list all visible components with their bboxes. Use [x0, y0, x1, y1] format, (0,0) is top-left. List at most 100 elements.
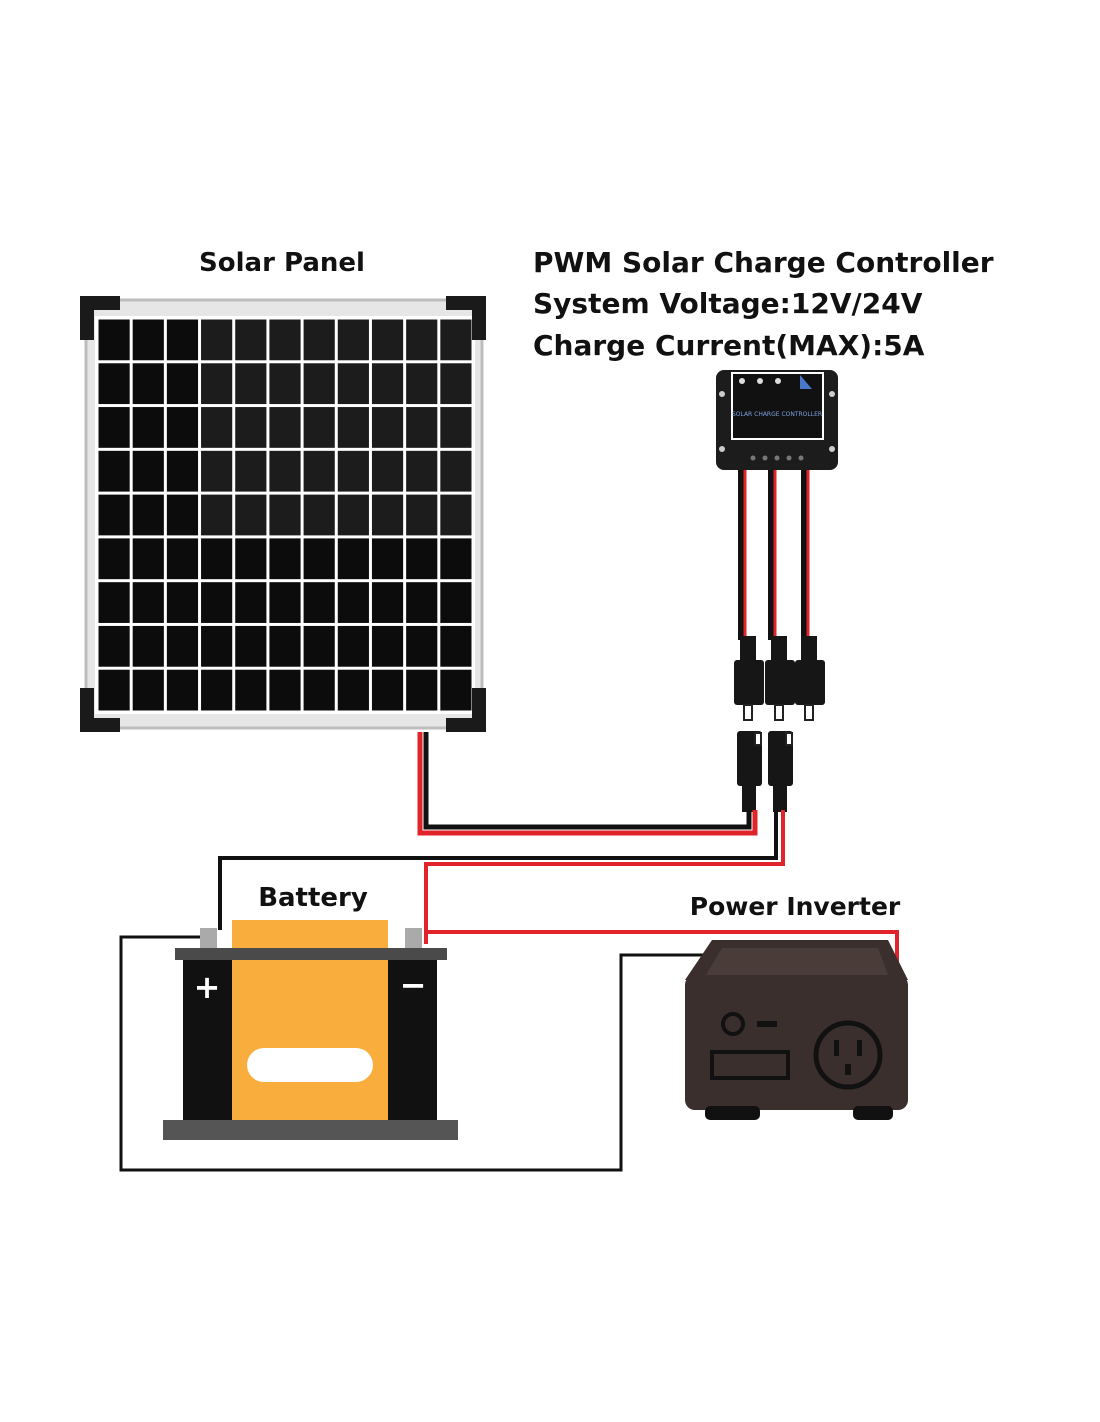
solar-cell	[235, 625, 267, 667]
solar-cell	[303, 363, 335, 405]
power-inverter	[685, 940, 908, 1120]
power-inverter-label: Power Inverter	[690, 892, 901, 921]
solar-cell	[98, 625, 130, 667]
solar-cell	[201, 625, 233, 667]
solar-cell	[201, 494, 233, 536]
controller-title: PWM Solar Charge Controller	[533, 246, 994, 279]
solar-cell	[406, 625, 438, 667]
sae-connectors-wires	[737, 731, 793, 812]
solar-cell	[406, 450, 438, 492]
solar-cell	[132, 407, 164, 448]
solar-cell	[303, 319, 335, 361]
controller-face-text: SOLAR CHARGE CONTROLLER	[732, 411, 822, 418]
solar-cell	[166, 669, 199, 711]
solar-cell	[235, 669, 267, 711]
solar-cell	[132, 450, 164, 492]
charge-controller: SOLAR CHARGE CONTROLLER	[716, 370, 838, 470]
solar-cell	[269, 669, 301, 711]
solar-cell	[303, 538, 335, 580]
solar-cell	[166, 407, 199, 448]
solar-cell	[235, 363, 267, 405]
solar-cell	[166, 319, 199, 361]
solar-cell	[371, 319, 404, 361]
solar-cell	[166, 538, 199, 580]
solar-cell	[166, 582, 199, 623]
solar-cell	[201, 363, 233, 405]
solar-cell	[371, 494, 404, 536]
solar-cell	[269, 407, 301, 448]
solar-cell	[406, 363, 438, 405]
battery-label: Battery	[258, 883, 368, 913]
solar-cell	[269, 625, 301, 667]
solar-cell	[440, 363, 472, 405]
inverter-wires	[119, 930, 899, 1172]
panel-wire	[417, 732, 758, 836]
solar-cell	[303, 494, 335, 536]
solar-cell	[269, 450, 301, 492]
battery-negative-terminal: −	[400, 966, 427, 1004]
solar-cell	[337, 450, 369, 492]
solar-cell	[440, 538, 472, 580]
solar-cell	[269, 363, 301, 405]
solar-cell	[166, 625, 199, 667]
battery-positive-terminal: +	[194, 968, 221, 1006]
solar-cell	[269, 538, 301, 580]
solar-cell	[406, 582, 438, 623]
solar-cell	[201, 407, 233, 448]
solar-cell	[303, 407, 335, 448]
solar-cell	[166, 494, 199, 536]
battery: + −	[163, 920, 458, 1140]
solar-cell	[337, 625, 369, 667]
solar-panel	[80, 296, 486, 732]
solar-cell	[201, 582, 233, 623]
solar-cell	[98, 407, 130, 448]
solar-cell	[337, 669, 369, 711]
solar-cell	[371, 625, 404, 667]
solar-cell	[201, 538, 233, 580]
solar-cell	[337, 407, 369, 448]
solar-cell	[303, 669, 335, 711]
solar-cell	[337, 494, 369, 536]
solar-cell	[98, 582, 130, 623]
solar-cell	[235, 582, 267, 623]
solar-cell	[235, 450, 267, 492]
solar-cell	[440, 319, 472, 361]
solar-cell	[201, 669, 233, 711]
solar-cell	[337, 319, 369, 361]
solar-cell	[406, 538, 438, 580]
solar-cell	[337, 363, 369, 405]
sae-connectors-controller	[734, 636, 825, 721]
solar-cell	[235, 319, 267, 361]
solar-cell	[132, 669, 164, 711]
solar-cell	[132, 319, 164, 361]
solar-cell	[440, 625, 472, 667]
solar-cell	[440, 450, 472, 492]
solar-cell	[201, 319, 233, 361]
solar-cell	[440, 407, 472, 448]
solar-cell	[132, 538, 164, 580]
solar-cell	[371, 538, 404, 580]
solar-cell	[371, 407, 404, 448]
controller-wires	[738, 465, 810, 640]
solar-cell	[98, 319, 130, 361]
solar-panel-label: Solar Panel	[199, 248, 365, 278]
solar-cell	[440, 582, 472, 623]
solar-cell	[235, 494, 267, 536]
controller-current: Charge Current(MAX):5A	[533, 329, 925, 362]
solar-cell	[269, 494, 301, 536]
solar-cell	[303, 450, 335, 492]
solar-cell	[98, 538, 130, 580]
solar-cell	[406, 407, 438, 448]
solar-cell	[406, 319, 438, 361]
solar-cell	[440, 669, 472, 711]
solar-cell	[132, 494, 164, 536]
solar-cell	[406, 669, 438, 711]
controller-voltage: System Voltage:12V/24V	[533, 287, 923, 320]
solar-cell	[166, 450, 199, 492]
solar-cell	[201, 450, 233, 492]
battery-wire	[218, 810, 785, 944]
solar-cell	[440, 494, 472, 536]
solar-cell	[303, 625, 335, 667]
solar-cell	[235, 407, 267, 448]
